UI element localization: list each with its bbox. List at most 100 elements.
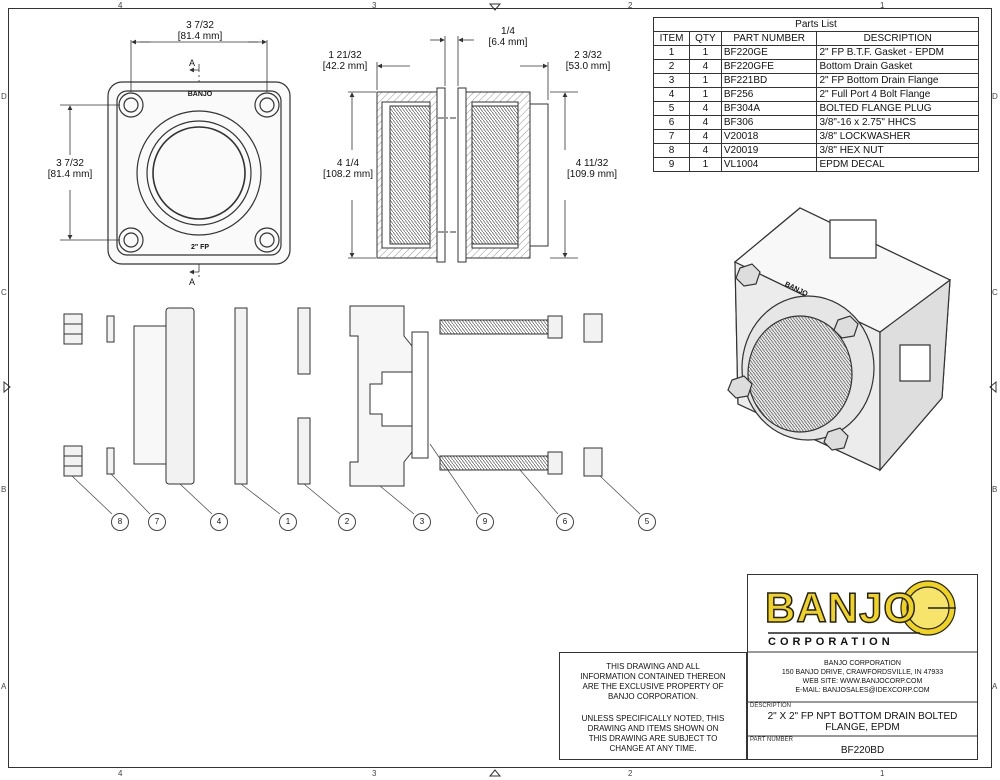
notice-line: DRAWING AND ITEMS SHOWN ON bbox=[587, 724, 719, 733]
dim-mm: [6.4 mm] bbox=[488, 37, 528, 48]
parts-list-table: Parts List ITEM QTY PART NUMBER DESCRIPT… bbox=[652, 17, 979, 172]
exploded-view bbox=[63, 305, 603, 487]
dim-front-width: 3 7/32 [81.4 mm] bbox=[162, 20, 238, 42]
item-cell: 6 bbox=[652, 115, 691, 130]
zone-left-b: B bbox=[1, 485, 7, 494]
col-item: ITEM bbox=[652, 31, 691, 46]
part-number-cell: BF306 bbox=[720, 115, 818, 130]
qty-cell: 1 bbox=[689, 45, 722, 60]
dim-section-height-left: 4 1/4 [108.2 mm] bbox=[316, 158, 380, 180]
description-line: FLANGE, EPDM bbox=[825, 722, 900, 733]
zone-right-d: D bbox=[992, 92, 998, 101]
front-brand-label: BANJO bbox=[187, 91, 213, 98]
dim-section-gap: 1/4 [6.4 mm] bbox=[478, 26, 538, 48]
balloon-4: 4 bbox=[210, 513, 228, 531]
col-part-number: PART NUMBER bbox=[720, 31, 818, 46]
dim-mm: [42.2 mm] bbox=[322, 61, 368, 72]
zone-bottom-4: 4 bbox=[118, 769, 123, 778]
description-cell: 3/8" LOCKWASHER bbox=[816, 129, 979, 144]
change-notice: UNLESS SPECIFICALLY NOTED, THIS DRAWING … bbox=[562, 714, 744, 754]
description-cell: 2" Full Port 4 Bolt Flange bbox=[816, 87, 979, 102]
ownership-notice: THIS DRAWING AND ALL INFORMATION CONTAIN… bbox=[562, 662, 744, 702]
item-cell: 2 bbox=[652, 59, 691, 74]
dim-section-right: 2 3/32 [53.0 mm] bbox=[558, 50, 618, 72]
isometric-view bbox=[727, 207, 952, 472]
item-cell: 4 bbox=[652, 87, 691, 102]
section-view bbox=[376, 87, 549, 263]
dim-value: 1/4 bbox=[501, 26, 515, 37]
dim-value: 4 1/4 bbox=[336, 158, 360, 169]
section-marker-top: A bbox=[188, 58, 195, 68]
notice-line: ARE THE EXCLUSIVE PROPERTY OF bbox=[582, 682, 724, 691]
zone-bottom-2: 2 bbox=[628, 769, 633, 778]
description-cell: 2" FP Bottom Drain Flange bbox=[816, 73, 979, 88]
section-marker-bottom: A bbox=[188, 277, 195, 287]
front-view bbox=[107, 81, 291, 265]
description-cell: EPDM DECAL bbox=[816, 157, 979, 172]
zone-right-b: B bbox=[992, 485, 998, 494]
description-label: DESCRIPTION bbox=[750, 703, 792, 709]
notice-line: CHANGE AT ANY TIME. bbox=[609, 744, 697, 753]
zone-top-1: 1 bbox=[880, 1, 885, 10]
zone-bottom-1: 1 bbox=[880, 769, 885, 778]
notice-box bbox=[559, 652, 747, 760]
item-cell: 3 bbox=[652, 73, 691, 88]
qty-cell: 4 bbox=[689, 143, 722, 158]
company-website: WEB SITE: WWW.BANJOCORP.COM bbox=[802, 678, 923, 685]
col-description: DESCRIPTION bbox=[816, 31, 979, 46]
zone-left-d: D bbox=[1, 92, 7, 101]
notice-line: UNLESS SPECIFICALLY NOTED, THIS bbox=[581, 714, 725, 723]
qty-cell: 4 bbox=[689, 115, 722, 130]
zone-left-a: A bbox=[1, 682, 7, 691]
company-info: BANJO CORPORATION 150 BANJO DRIVE, CRAWF… bbox=[748, 659, 977, 695]
item-cell: 7 bbox=[652, 129, 691, 144]
dim-value: 1 21/32 bbox=[328, 50, 362, 61]
logo-subtitle: CORPORATION bbox=[768, 636, 894, 648]
dim-mm: [53.0 mm] bbox=[565, 61, 611, 72]
item-cell: 8 bbox=[652, 143, 691, 158]
balloon-5: 5 bbox=[638, 513, 656, 531]
balloon-3: 3 bbox=[413, 513, 431, 531]
balloon-9: 9 bbox=[476, 513, 494, 531]
zone-top-2: 2 bbox=[628, 1, 633, 10]
part-number-cell: VL1004 bbox=[720, 157, 818, 172]
balloon-7: 7 bbox=[148, 513, 166, 531]
description-cell: 2" FP B.T.F. Gasket - EPDM bbox=[816, 45, 979, 60]
dim-value: 3 7/32 bbox=[186, 20, 214, 31]
qty-cell: 4 bbox=[689, 59, 722, 74]
part-number-cell: BF220GFE bbox=[720, 59, 818, 74]
part-number-cell: BF220GE bbox=[720, 45, 818, 60]
description-cell: 3/8" HEX NUT bbox=[816, 143, 979, 158]
description-cell: BOLTED FLANGE PLUG bbox=[816, 101, 979, 116]
balloon-8: 8 bbox=[111, 513, 129, 531]
description-cell: 3/8"-16 x 2.75" HHCS bbox=[816, 115, 979, 130]
item-cell: 5 bbox=[652, 101, 691, 116]
zone-bottom-3: 3 bbox=[372, 769, 377, 778]
banjo-logo bbox=[768, 580, 956, 636]
front-size-label: 2" FP bbox=[190, 244, 210, 251]
part-number-cell: BF256 bbox=[720, 87, 818, 102]
parts-list-title: Parts List bbox=[653, 17, 979, 32]
item-cell: 1 bbox=[652, 45, 691, 60]
balloon-2: 2 bbox=[338, 513, 356, 531]
dim-mm: [81.4 mm] bbox=[177, 31, 223, 42]
dim-front-height: 3 7/32 [81.4 mm] bbox=[34, 158, 106, 180]
zone-left-c: C bbox=[1, 288, 7, 297]
qty-cell: 4 bbox=[689, 129, 722, 144]
item-cell: 9 bbox=[652, 157, 691, 172]
qty-cell: 1 bbox=[689, 157, 722, 172]
qty-cell: 1 bbox=[689, 73, 722, 88]
zone-right-a: A bbox=[992, 682, 998, 691]
zone-top-4: 4 bbox=[118, 1, 123, 10]
dim-mm: [81.4 mm] bbox=[47, 169, 93, 180]
qty-cell: 1 bbox=[689, 87, 722, 102]
